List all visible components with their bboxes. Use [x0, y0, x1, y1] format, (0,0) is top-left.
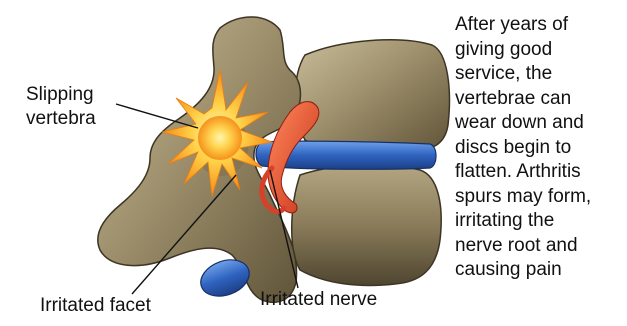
irritated-facet-label: Irritated facet: [40, 294, 151, 318]
caption-line: spurs may form,: [455, 185, 627, 210]
irritated-nerve-label: Irritated nerve: [260, 288, 377, 312]
caption-line: After years of: [455, 13, 627, 38]
caption-line: giving good: [455, 38, 627, 63]
slipping-label-line1: Slipping: [26, 83, 96, 107]
caption-line: nerve root and: [455, 234, 627, 259]
caption-line: service, the: [455, 62, 627, 87]
inflammation-core: [198, 116, 242, 160]
caption-line: wear down and: [455, 111, 627, 136]
caption-line: vertebrae can: [455, 87, 627, 112]
slipping-vertebra-label: Slipping vertebra: [26, 83, 96, 131]
slipping-label-line2: vertebra: [26, 107, 96, 131]
upper-vertebral-body: [295, 40, 449, 154]
caption-line: flatten. Arthritis: [455, 160, 627, 185]
caption-line: causing pain: [455, 258, 627, 283]
caption-line: irritating the: [455, 209, 627, 234]
caption-text: After years of giving good service, the …: [455, 13, 627, 283]
lower-vertebral-body: [292, 165, 441, 286]
caption-line: discs begin to: [455, 136, 627, 161]
